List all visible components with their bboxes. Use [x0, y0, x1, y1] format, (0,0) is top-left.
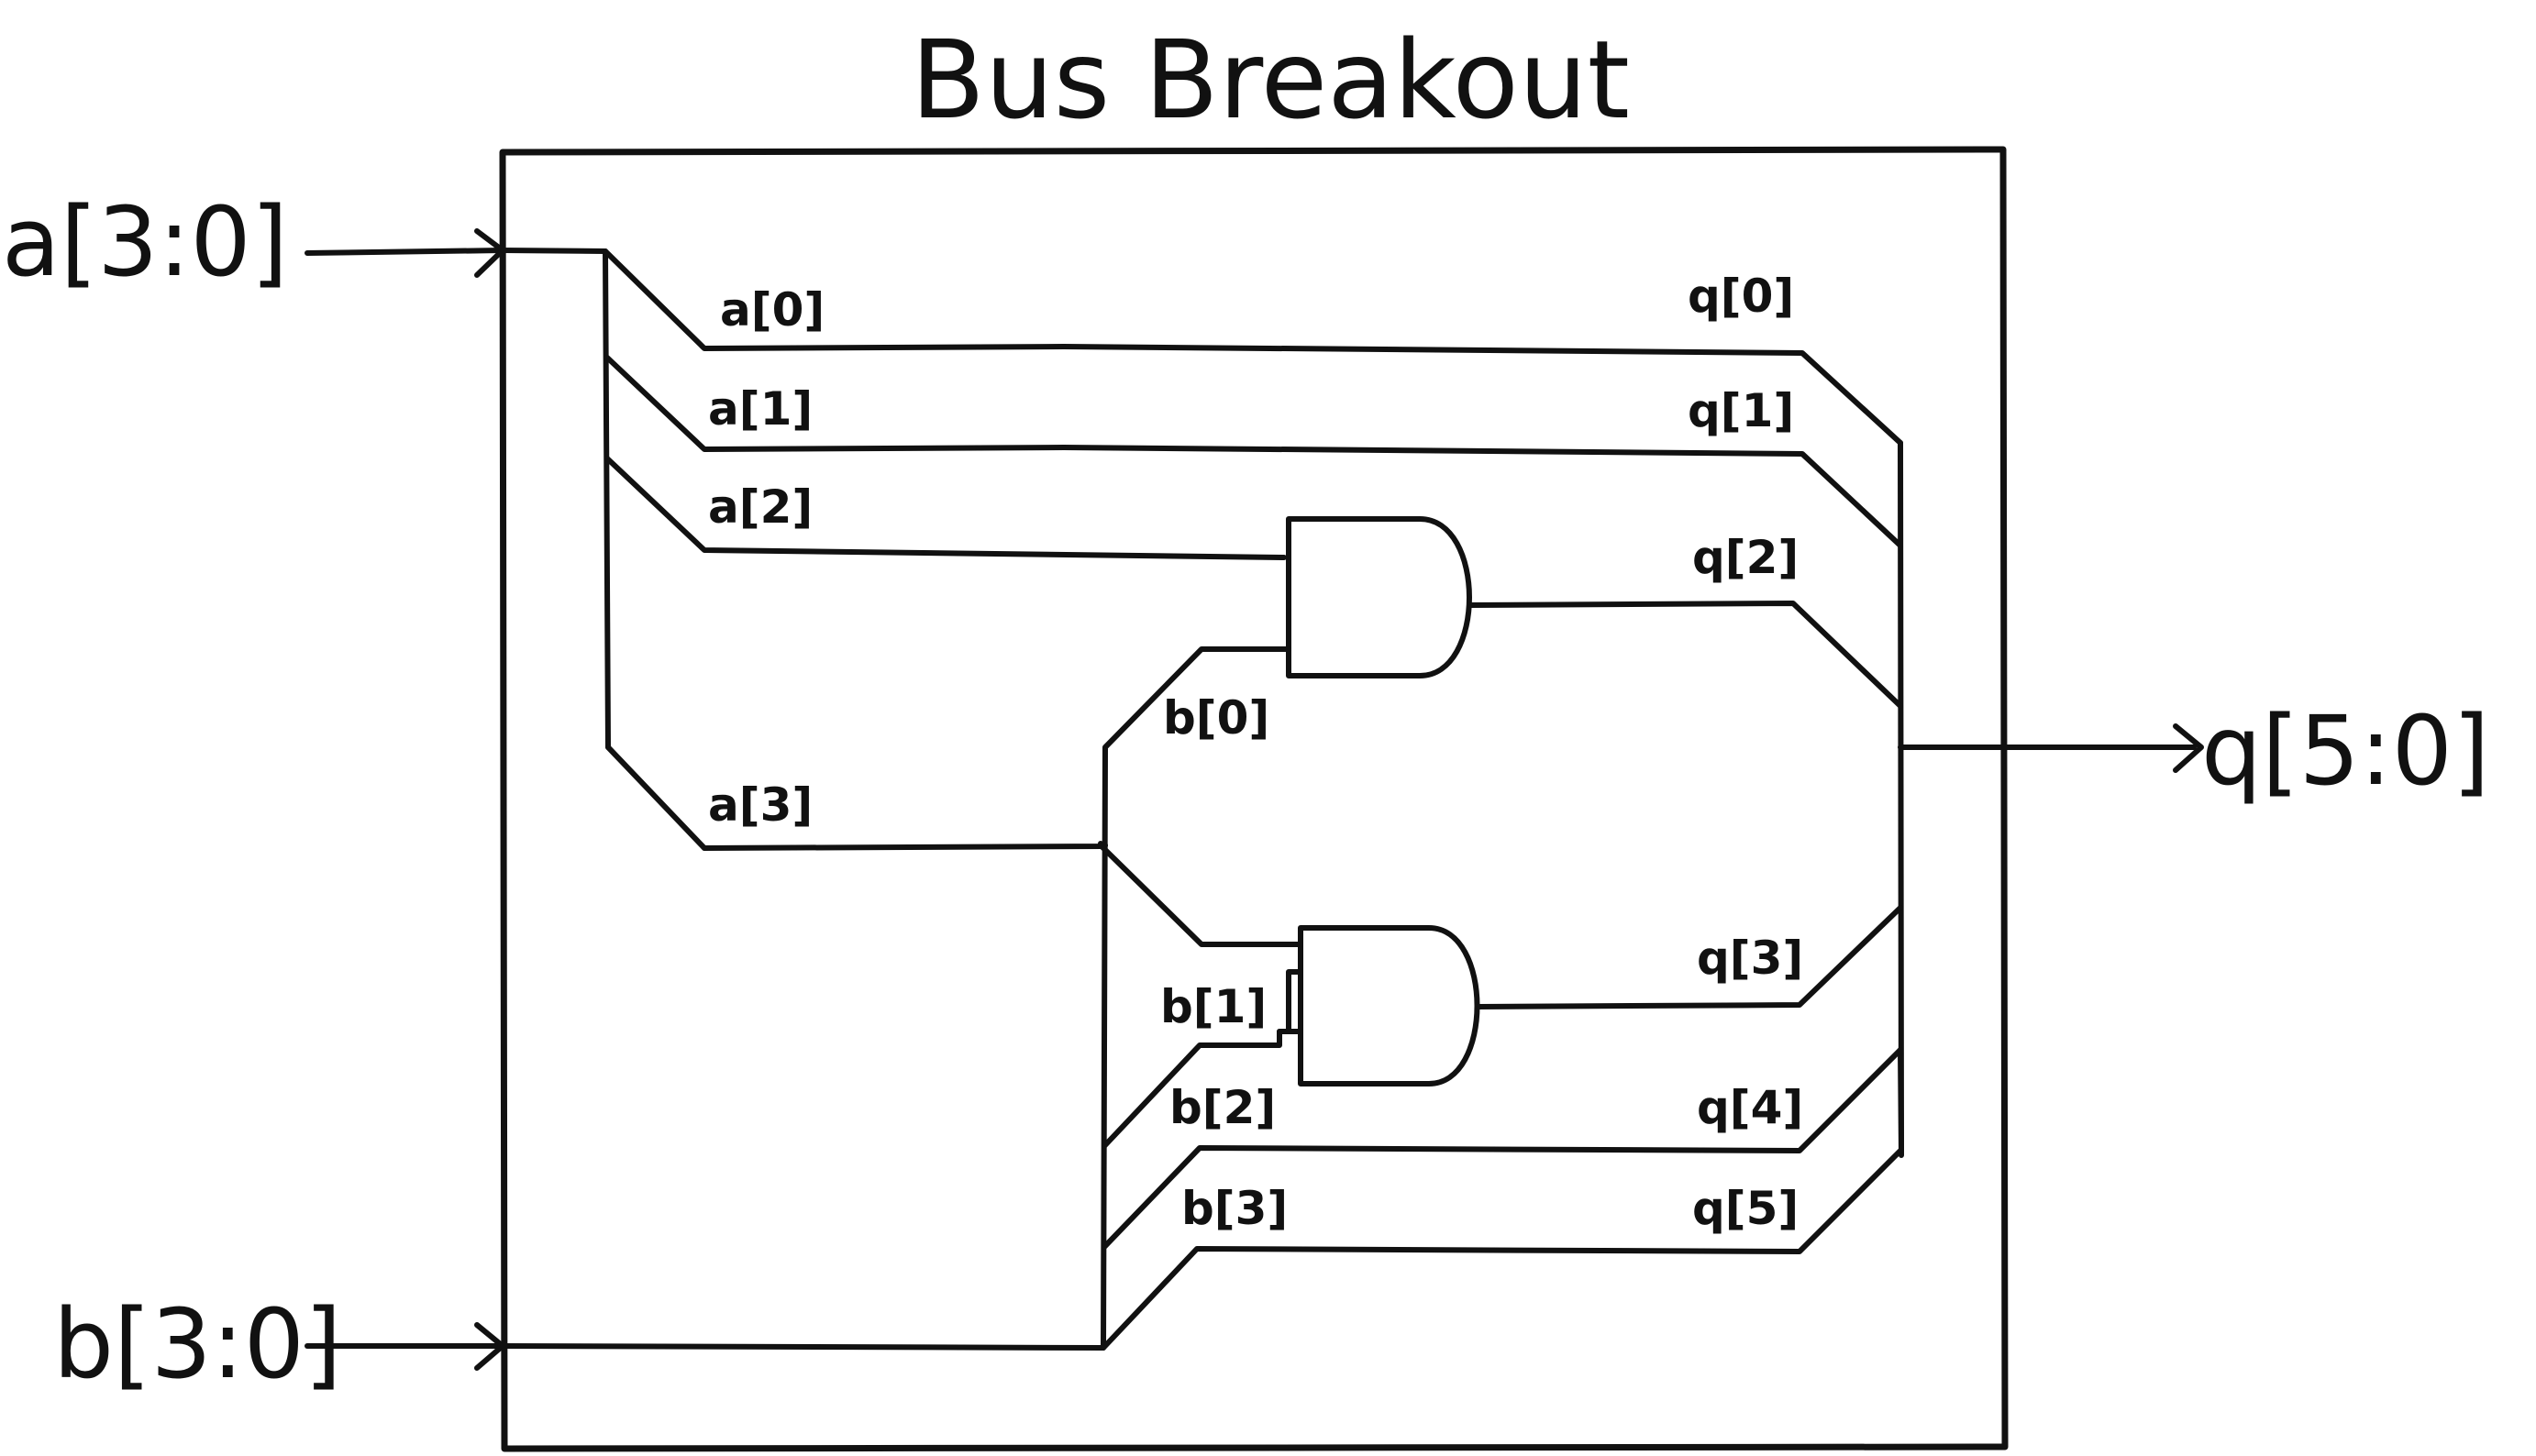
label-b3: b[3] — [1181, 1182, 1288, 1235]
label-q3: q[3] — [1697, 932, 1803, 985]
and-gate-1 — [1101, 516, 1903, 1351]
wire-a1 — [604, 355, 1903, 548]
label-q2: q[2] — [1692, 531, 1799, 584]
label-b2: b[2] — [1169, 1081, 1276, 1134]
label-a2: a[2] — [708, 480, 813, 534]
q-bus — [1898, 440, 1904, 1158]
label-a0: a[0] — [720, 283, 825, 336]
and-gate-2 — [1098, 843, 1903, 1086]
label-a3: a[3] — [708, 778, 813, 832]
b-bus — [500, 1029, 1904, 1351]
label-b1: b[1] — [1160, 980, 1267, 1033]
output-arrow-q — [1898, 723, 2204, 773]
wire-a0 — [603, 248, 1903, 446]
port-label-q: q[5:0] — [2201, 695, 2490, 807]
label-q4: q[4] — [1697, 1081, 1803, 1134]
label-b0: b[0] — [1163, 691, 1269, 745]
input-arrow-a — [305, 228, 505, 278]
wire-a3 — [605, 745, 1108, 851]
wire-a2 — [604, 456, 1287, 560]
module-box — [499, 146, 2009, 1452]
label-q0: q[0] — [1688, 270, 1794, 323]
label-a1: a[1] — [708, 382, 813, 436]
port-label-a: a[3:0] — [2, 186, 288, 298]
a-bus — [500, 248, 1903, 851]
port-label-b: b[3:0] — [53, 1288, 342, 1400]
label-q1: q[1] — [1688, 384, 1794, 437]
diagram-title: Bus Breakout — [911, 17, 1630, 143]
label-q5: q[5] — [1692, 1182, 1799, 1235]
